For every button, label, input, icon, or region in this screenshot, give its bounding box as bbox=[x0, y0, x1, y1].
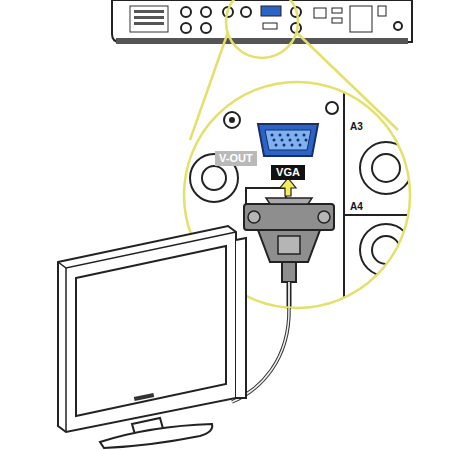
dvr-unit bbox=[112, 0, 412, 44]
port-label: A3 bbox=[350, 122, 363, 132]
monitor bbox=[58, 226, 246, 448]
port-label: V-OUT bbox=[215, 151, 257, 166]
port-label: VGA bbox=[271, 165, 305, 180]
port-label: A4 bbox=[350, 202, 363, 212]
